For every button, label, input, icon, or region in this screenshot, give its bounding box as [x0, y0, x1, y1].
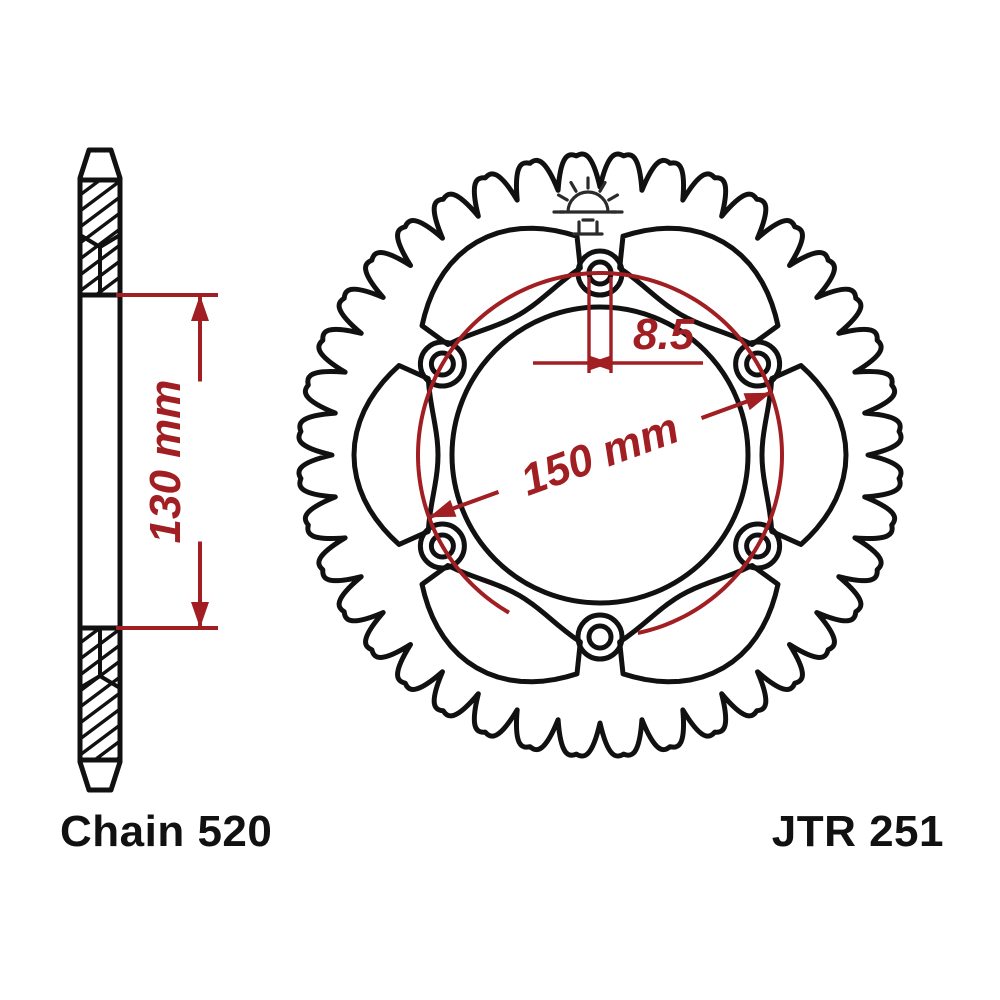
dimension-8point5: 8.5: [533, 277, 703, 373]
section-hatch-line: [20, 0, 180, 48]
section-hatch-line: [80, 180, 120, 194]
section-hatch-line: [80, 630, 120, 754]
arrow-head-upper-right: [743, 392, 772, 411]
arrow-head-down: [191, 602, 209, 628]
section-hatch-line: [80, 678, 120, 760]
section-hatch-line: [80, 182, 120, 295]
dimension-130-lines: [116, 293, 218, 630]
dimension-150-label: 150 mm: [514, 403, 685, 505]
section-hatch-line: [20, 952, 180, 1000]
bolt-hole-bore: [744, 350, 772, 378]
bolt-hole-bore: [586, 623, 614, 651]
side-view-bottom-section: [20, 104, 180, 1000]
section-hatch-line: [20, 920, 180, 1000]
section-hatch-line: [20, 56, 180, 176]
bolt-hole-boss: [417, 339, 467, 389]
side-section-view: [20, 0, 180, 1000]
section-hatch-line: [80, 180, 120, 274]
dimension-85-extension-lines: [533, 277, 703, 373]
bolt-hole-boss: [575, 612, 625, 662]
dimension-130-label: 130 mm: [141, 380, 190, 544]
section-hatch-line: [20, 872, 180, 992]
section-hatch-line: [20, 968, 180, 1000]
lightening-slot: [419, 225, 583, 347]
section-hatch-line: [20, 984, 180, 1000]
section-hatch-line: [20, 936, 180, 1000]
section-hatch-line: [80, 662, 120, 760]
dimension-85-label: 8.5: [633, 310, 695, 359]
bolt-hole-boss: [417, 521, 467, 571]
section-hatch-line: [80, 180, 120, 242]
arrow-head-up: [191, 295, 209, 321]
section-hatch-line: [20, 888, 180, 1000]
bolt-hole-boss: [733, 339, 783, 389]
section-hatch-line: [80, 694, 120, 760]
section-hatch-line: [80, 180, 120, 226]
side-view-top-section: [20, 0, 180, 298]
section-hatch-line: [20, 0, 180, 64]
arrow-head-right: [589, 355, 611, 371]
section-hatch-line: [20, 856, 180, 976]
lightening-slot: [351, 363, 441, 547]
sun-ray: [607, 193, 620, 202]
logo-pedestal: [577, 218, 599, 236]
side-view-outline: [77, 147, 123, 793]
bottom-section-outline: [77, 625, 123, 763]
dimension-150mm: 150 mm: [428, 390, 772, 520]
section-hatch-line: [20, 40, 180, 160]
sunrise-logo-icon: [552, 176, 624, 236]
bolt-hole-bore: [428, 350, 456, 378]
bolt-hole-bore: [744, 532, 772, 560]
bolt-circle-red-arc: [416, 271, 784, 635]
sun-dome: [566, 190, 610, 214]
section-hatch-line: [20, 0, 180, 16]
part-number-label: JTR 251: [772, 807, 944, 856]
chain-size-label: Chain 520: [60, 807, 272, 856]
sprocket-tooth-profile: [296, 151, 904, 759]
sun-ray: [598, 180, 607, 193]
lightening-slot: [419, 563, 583, 685]
bolt-circle-reference: [416, 271, 784, 635]
section-hatch-line: [80, 180, 120, 258]
section-hatch-line: [20, 0, 180, 32]
lightening-slot: [759, 363, 849, 547]
bottom-section-detail: [78, 626, 122, 690]
section-hatch-line: [20, 0, 180, 112]
arrow-head-lower-left: [428, 499, 457, 518]
center-bore-circle: [449, 304, 751, 606]
section-hatch-line: [20, 0, 180, 96]
sun-ray: [556, 193, 569, 202]
section-hatch-line: [20, 104, 180, 224]
front-view-sprocket: [296, 151, 904, 759]
top-section-detail: [78, 233, 122, 297]
lightening-slot: [617, 563, 781, 685]
dimension-130mm: 130 mm: [116, 293, 218, 630]
bolt-hole-boss: [733, 521, 783, 571]
bolt-hole-bore: [428, 532, 456, 560]
section-hatch-line: [20, 24, 180, 144]
section-hatch-line: [80, 646, 120, 760]
sun-ray: [569, 180, 578, 193]
section-hatch-line: [20, 0, 180, 80]
section-hatch-line: [20, 840, 180, 960]
section-hatch-line: [20, 8, 180, 128]
section-hatch-line: [20, 904, 180, 1000]
section-hatch-line: [80, 180, 120, 290]
